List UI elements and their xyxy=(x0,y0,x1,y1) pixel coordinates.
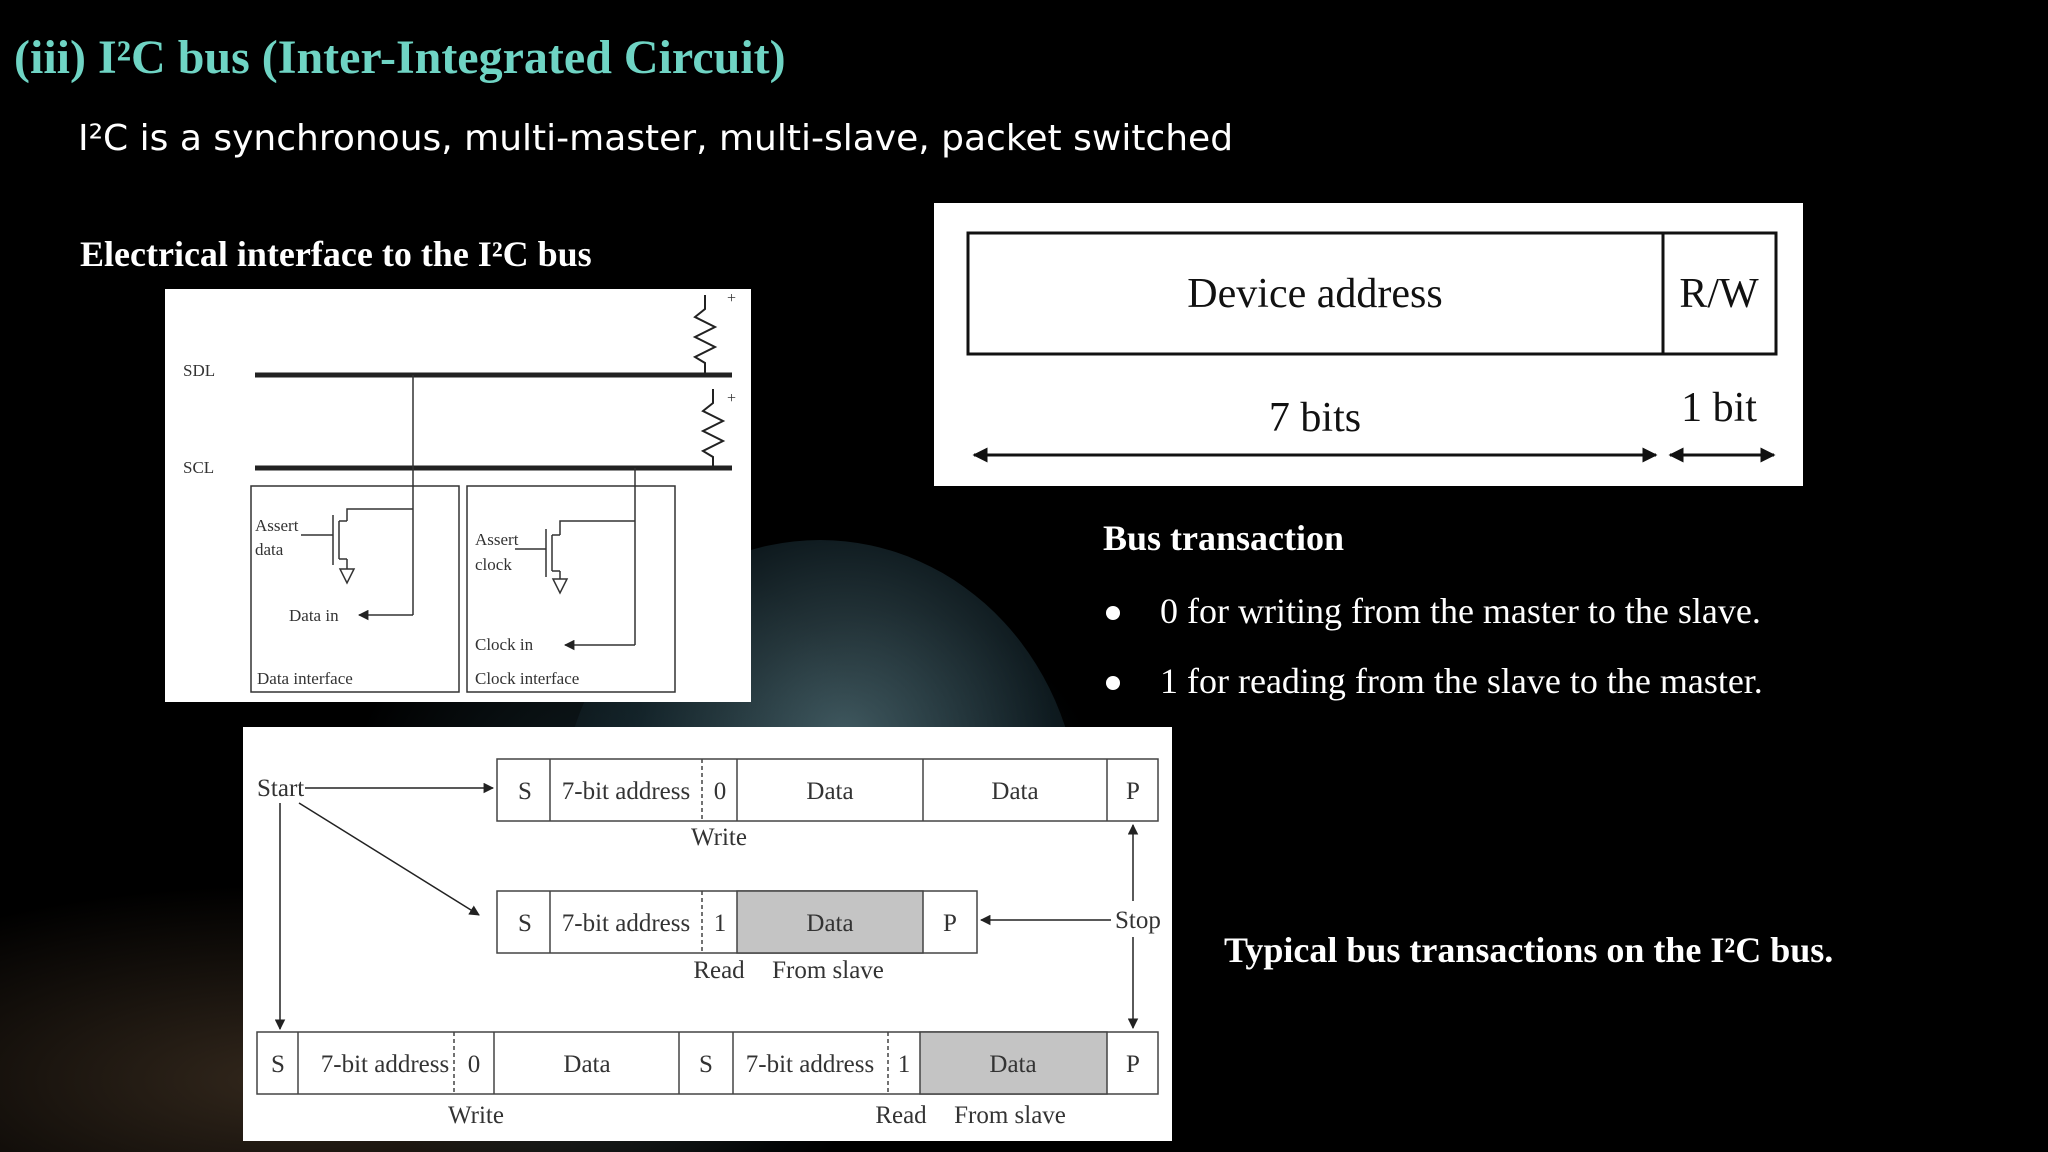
svg-text:From slave: From slave xyxy=(954,1102,1066,1129)
device-address-label: Device address xyxy=(1187,271,1442,317)
ground-icon xyxy=(338,568,356,585)
one-bit-label: 1 bit xyxy=(1681,385,1757,431)
svg-text:Data: Data xyxy=(989,1051,1036,1078)
sdl-label: SDL xyxy=(183,361,215,380)
bus-transaction-heading: Bus transaction xyxy=(1103,518,1345,558)
svg-text:Write: Write xyxy=(448,1102,504,1129)
svg-text:Read: Read xyxy=(693,957,745,984)
clock-interface-label: Clock interface xyxy=(475,669,579,688)
write-transaction-row: S 7-bit address 0 Data Data P Write xyxy=(496,758,1159,851)
svg-text:7-bit address: 7-bit address xyxy=(321,1051,449,1078)
pullup-resistor-scl-icon xyxy=(700,389,726,468)
rw-bit-label: R/W xyxy=(1679,271,1759,317)
assert-data-label: Assert xyxy=(255,516,299,535)
clock-transistor-icon xyxy=(515,529,569,595)
seven-bits-label: 7 bits xyxy=(1269,395,1361,441)
svg-text:0: 0 xyxy=(468,1051,481,1078)
clock-in-label: Clock in xyxy=(475,635,534,654)
svg-text:P: P xyxy=(943,910,957,937)
svg-text:7-bit address: 7-bit address xyxy=(746,1051,874,1078)
svg-text:S: S xyxy=(518,778,532,805)
svg-text:0: 0 xyxy=(714,778,727,805)
stop-label: Stop xyxy=(1115,907,1161,934)
svg-text:Data: Data xyxy=(991,778,1038,805)
pullup-resistor-sdl-icon xyxy=(692,295,718,375)
list-item: 0 for writing from the master to the sla… xyxy=(1098,576,1763,646)
svg-text:Read: Read xyxy=(875,1102,927,1129)
slide-title: (iii) I²C bus (Inter-Integrated Circuit) xyxy=(14,31,786,84)
plus-sign: + xyxy=(727,290,736,307)
figure-caption: Typical bus transactions on the I²C bus. xyxy=(1224,930,1834,970)
plus-sign: + xyxy=(727,390,736,407)
svg-text:1: 1 xyxy=(714,910,727,937)
clock-interface-box xyxy=(466,485,676,693)
svg-text:S: S xyxy=(699,1051,713,1078)
rw-bit-list: 0 for writing from the master to the sla… xyxy=(1098,576,1763,716)
svg-text:Data: Data xyxy=(563,1051,610,1078)
read-transaction-row: S 7-bit address 1 Data P Read From slave xyxy=(496,890,978,984)
svg-text:Data: Data xyxy=(806,910,853,937)
bus-transactions-figure: S 7-bit address 0 Data Data P Write S 7-… xyxy=(243,727,1172,1141)
address-format-figure: Device address R/W 7 bits 1 bit xyxy=(934,203,1803,486)
svg-text:7-bit address: 7-bit address xyxy=(562,778,690,805)
electrical-interface-heading: Electrical interface to the I²C bus xyxy=(80,234,592,274)
address-frame-box xyxy=(966,231,1778,356)
data-interface-box xyxy=(250,485,460,693)
svg-text:P: P xyxy=(1126,1051,1140,1078)
svg-text:S: S xyxy=(271,1051,285,1078)
data-interface-label: Data interface xyxy=(257,669,353,688)
bullet-icon xyxy=(1106,676,1120,690)
data-in-label: Data in xyxy=(289,606,339,625)
svg-text:P: P xyxy=(1126,778,1140,805)
svg-text:S: S xyxy=(518,910,532,937)
svg-text:Write: Write xyxy=(691,824,747,851)
bullet-icon xyxy=(1106,606,1120,620)
data-transistor-icon xyxy=(301,515,356,585)
svg-text:Data: Data xyxy=(806,778,853,805)
scl-label: SCL xyxy=(183,458,214,477)
slide-subtitle: I²C is a synchronous, multi-master, mult… xyxy=(78,118,1234,159)
svg-text:7-bit address: 7-bit address xyxy=(562,910,690,937)
assert-clock-label: clock xyxy=(475,555,512,574)
electrical-interface-figure: SDL SCL + + Assert data Data in Data int… xyxy=(165,289,751,702)
svg-text:From slave: From slave xyxy=(772,957,884,984)
list-item: 1 for reading from the slave to the mast… xyxy=(1098,646,1763,716)
start-label: Start xyxy=(257,775,304,802)
combined-transaction-row: S 7-bit address 0 Data S 7-bit address 1… xyxy=(256,1031,1159,1129)
ground-icon xyxy=(551,578,569,595)
start-arrow xyxy=(298,802,480,916)
assert-clock-label: Assert xyxy=(475,530,519,549)
assert-data-label: data xyxy=(255,540,284,559)
svg-text:1: 1 xyxy=(898,1051,911,1078)
